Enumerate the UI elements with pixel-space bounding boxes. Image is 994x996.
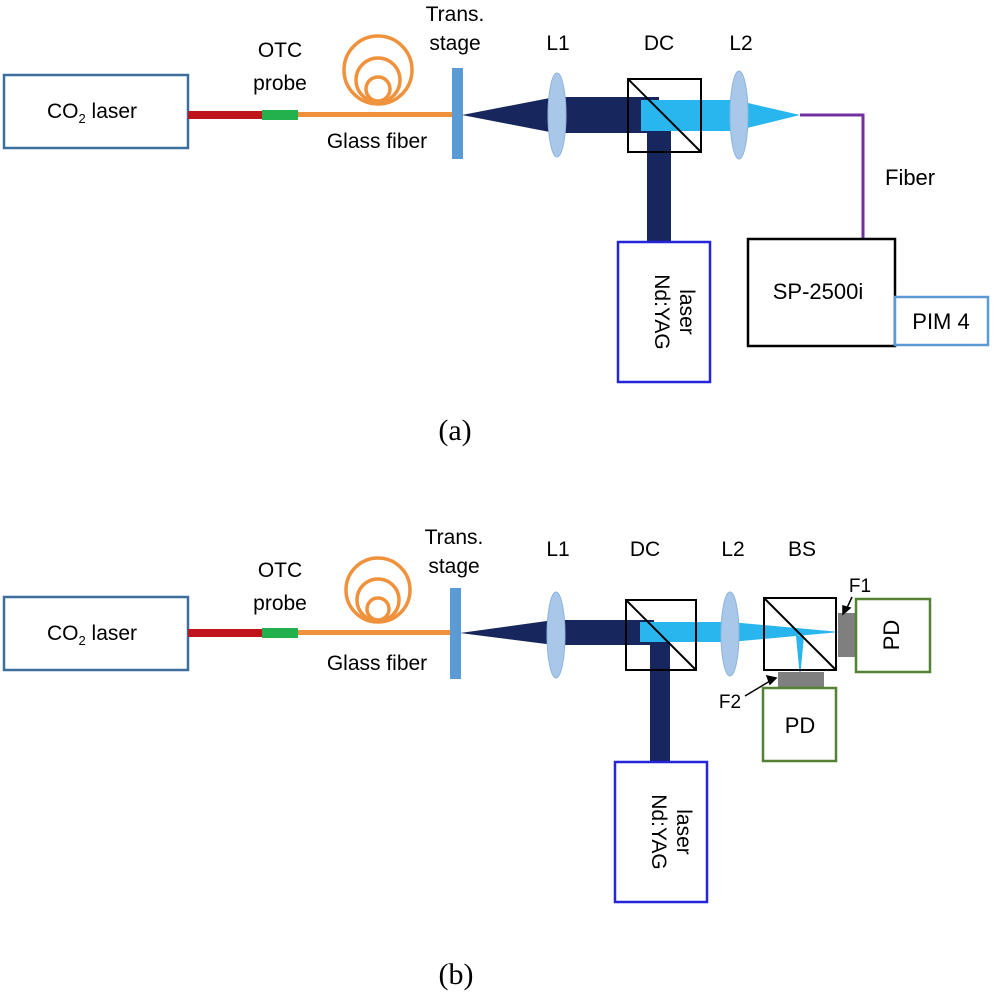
- output-fiber: [800, 113, 865, 240]
- l1-label: L1: [546, 32, 569, 55]
- ndyag-beam-collimated: [554, 620, 654, 645]
- filter-f2: [778, 672, 824, 688]
- ndyag-laser-box: Nd:YAG laser: [613, 760, 709, 904]
- setup-diagram-b: CO2 laser OTC probe Glass fiber Trans. s…: [2, 526, 932, 991]
- co2-laser-box: CO2 laser: [2, 73, 190, 150]
- svg-text:laser: laser: [672, 809, 695, 855]
- svg-text:CO2 laser: CO2 laser: [47, 622, 137, 648]
- ndyag-beam-expanding: [460, 620, 554, 645]
- fiber-label: Fiber: [885, 165, 935, 190]
- caption-b: (b): [439, 958, 474, 991]
- svg-text:PIM 4: PIM 4: [912, 309, 969, 334]
- beam-splitter-cube: [763, 597, 837, 671]
- svg-text:Nd:YAG: Nd:YAG: [647, 794, 670, 869]
- otc-probe: [262, 628, 298, 638]
- l1-label: L1: [546, 538, 569, 561]
- photodiode-box-2: PD: [761, 686, 838, 763]
- ndyag-beam-expanding: [462, 97, 555, 133]
- dc-label: DC: [630, 538, 660, 561]
- ndyag-beam-vertical: [650, 632, 670, 762]
- svg-text:CO2 laser: CO2 laser: [47, 100, 137, 126]
- translation-stage: [450, 588, 461, 679]
- dichroic-cube: [625, 599, 697, 671]
- signal-beam-reflected: [796, 636, 804, 678]
- translation-stage: [452, 68, 463, 159]
- lens-l1: [546, 591, 566, 679]
- svg-text:PD: PD: [879, 620, 904, 651]
- glass-fiber: [298, 630, 454, 635]
- dichroic-cube: [627, 78, 702, 153]
- caption-a: (a): [438, 414, 471, 447]
- l2-label: L2: [721, 538, 744, 561]
- signal-beam: [641, 100, 800, 131]
- lens-l1: [547, 72, 567, 158]
- stage-label-line1: Trans.: [425, 526, 484, 549]
- otc-label-line1: OTC: [258, 39, 302, 62]
- f2-label: F2: [719, 692, 741, 713]
- stage-label-line2: stage: [429, 32, 480, 55]
- stage-label-line2: stage: [428, 555, 479, 578]
- ndyag-laser-box: Nd:YAG laser: [616, 240, 712, 384]
- otc-label-line1: OTC: [258, 559, 302, 582]
- dc-label: DC: [644, 32, 674, 55]
- arrow-icon: [842, 596, 853, 616]
- svg-text:laser: laser: [675, 289, 698, 335]
- spectrometer-box: SP-2500i: [746, 237, 897, 348]
- signal-beam: [640, 622, 840, 642]
- ndyag-beam-vertical: [647, 115, 671, 242]
- arrow-icon: [744, 674, 778, 697]
- fiber-coil-icon: [342, 34, 414, 106]
- svg-text:Nd:YAG: Nd:YAG: [650, 274, 673, 349]
- red-fiber: [188, 629, 263, 637]
- svg-text:PD: PD: [785, 713, 816, 738]
- otc-label-line2: probe: [253, 592, 307, 615]
- l2-label: L2: [729, 32, 752, 55]
- bs-label: BS: [788, 538, 816, 561]
- glass-fiber-label: Glass fiber: [327, 652, 427, 675]
- lens-l2: [720, 591, 740, 677]
- glass-fiber: [298, 112, 454, 117]
- lens-l2: [729, 70, 749, 160]
- fiber-coil-icon: [344, 556, 412, 624]
- pim-box: PIM 4: [893, 295, 990, 347]
- stage-label-line1: Trans.: [426, 3, 485, 26]
- svg-text:SP-2500i: SP-2500i: [773, 279, 864, 304]
- red-fiber: [188, 111, 263, 119]
- co2-laser-box: CO2 laser: [2, 595, 190, 672]
- f1-label: F1: [849, 576, 871, 597]
- otc-label-line2: probe: [253, 72, 307, 95]
- photodiode-box-1: PD: [854, 597, 932, 674]
- glass-fiber-label: Glass fiber: [327, 130, 427, 153]
- otc-probe: [262, 110, 298, 120]
- filter-f1: [838, 613, 856, 657]
- setup-diagram-a: CO2 laser OTC probe Glass fiber Trans. s…: [2, 3, 990, 447]
